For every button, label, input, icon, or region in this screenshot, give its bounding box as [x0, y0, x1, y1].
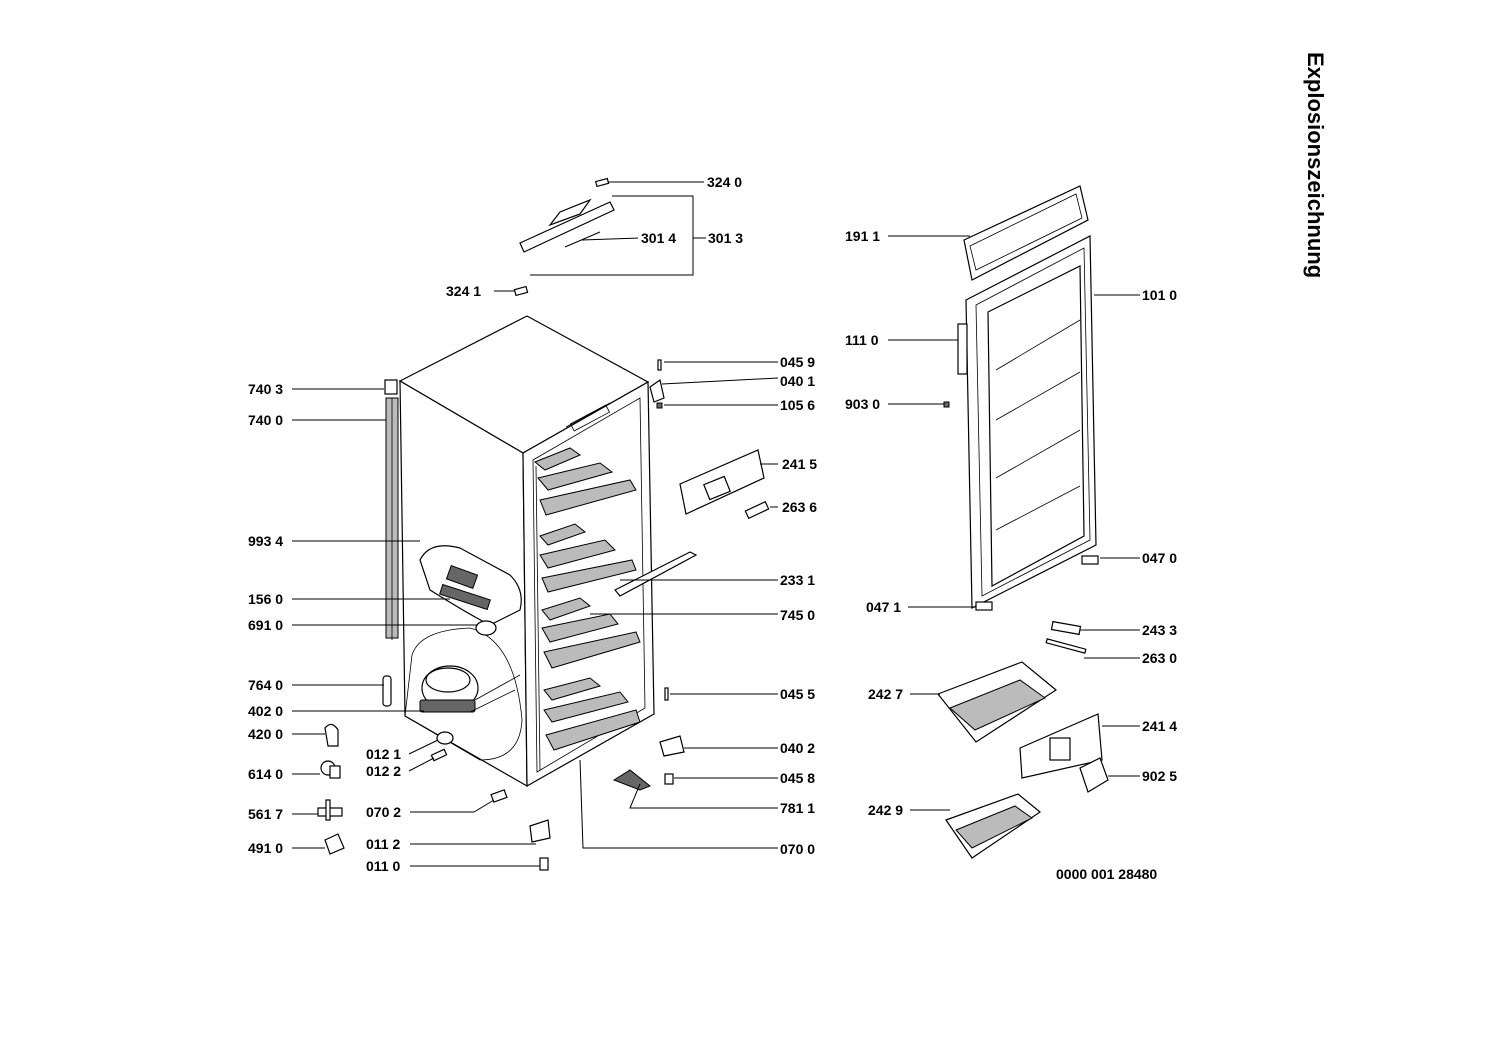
- label-2414: 241 4: [1142, 718, 1177, 734]
- label-4020: 402 0: [248, 703, 283, 719]
- left-small-parts: [317, 723, 345, 855]
- top-bar-parts: [513, 177, 615, 297]
- leader-lines: [292, 181, 1140, 867]
- document-number: 0000 001 28480: [1056, 866, 1158, 882]
- label-0702: 070 2: [366, 804, 401, 820]
- label-4910: 491 0: [248, 840, 283, 856]
- page-title: Explosionszeichnung: [1303, 52, 1328, 279]
- cabinet-accessories: [612, 359, 770, 791]
- label-1110: 111 0: [845, 332, 879, 348]
- label-0455: 045 5: [780, 686, 815, 702]
- label-0459: 045 9: [780, 354, 815, 370]
- label-2331: 233 1: [780, 572, 815, 588]
- label-1010: 101 0: [1142, 287, 1177, 303]
- label-9025: 902 5: [1142, 768, 1177, 784]
- label-9030: 903 0: [845, 396, 880, 412]
- label-0471: 047 1: [866, 599, 901, 615]
- label-7640: 764 0: [248, 677, 283, 693]
- label-2427: 242 7: [868, 686, 903, 702]
- label-0700: 070 0: [780, 841, 815, 857]
- label-0122: 012 2: [366, 763, 401, 779]
- shelf-grid: [534, 447, 641, 751]
- label-6140: 614 0: [248, 766, 283, 782]
- label-2630: 263 0: [1142, 650, 1177, 666]
- label-7400: 740 0: [248, 412, 283, 428]
- label-0458: 045 8: [780, 770, 815, 786]
- label-3240: 324 0: [707, 174, 742, 190]
- label-1911: 191 1: [845, 228, 880, 244]
- label-7403: 740 3: [248, 381, 283, 397]
- label-9934: 993 4: [248, 533, 283, 549]
- label-4200: 420 0: [248, 726, 283, 742]
- label-1560: 156 0: [248, 591, 283, 607]
- label-0110: 011 0: [366, 858, 400, 874]
- door-drawing: [943, 185, 1099, 611]
- label-2433: 243 3: [1142, 622, 1177, 638]
- label-5617: 561 7: [248, 806, 283, 822]
- label-1056: 105 6: [780, 397, 815, 413]
- label-2429: 242 9: [868, 802, 903, 818]
- drawer-drawing: [937, 620, 1109, 859]
- label-0402: 040 2: [780, 740, 815, 756]
- label-3241: 324 1: [446, 283, 481, 299]
- part-labels: 324 0 301 4 301 3 324 1 740 3 740 0 993 …: [248, 174, 1177, 874]
- label-0121: 012 1: [366, 746, 401, 762]
- label-0470: 047 0: [1142, 550, 1177, 566]
- label-0401: 040 1: [780, 373, 815, 389]
- label-2415: 241 5: [782, 456, 817, 472]
- label-3013: 301 3: [708, 230, 743, 246]
- label-0112: 011 2: [366, 836, 400, 852]
- cabinet-drawing: [382, 315, 655, 871]
- label-6910: 691 0: [248, 617, 283, 633]
- label-7811: 781 1: [780, 800, 815, 816]
- label-2636: 263 6: [782, 499, 817, 515]
- label-3014: 301 4: [641, 230, 676, 246]
- label-7450: 745 0: [780, 607, 815, 623]
